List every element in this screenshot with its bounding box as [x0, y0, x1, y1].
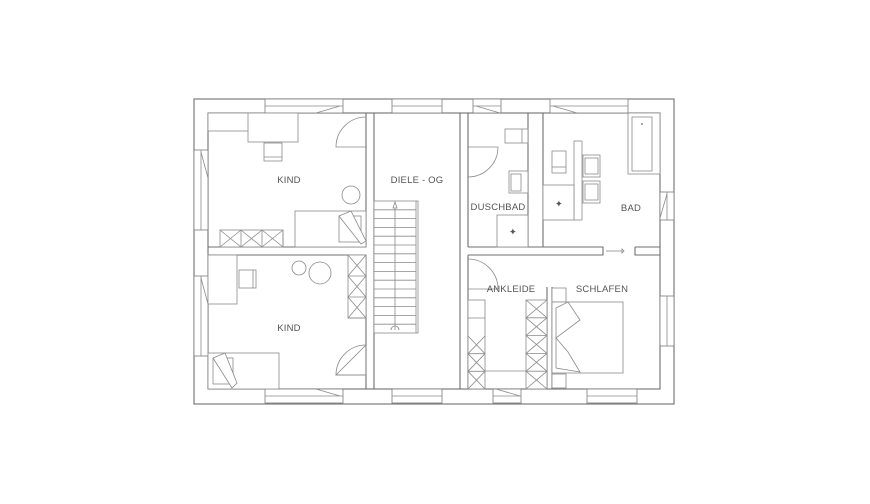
room-label-bad: BAD — [621, 203, 641, 214]
room-label-schlafen: SCHLAFEN — [576, 284, 628, 295]
room-label-kind-top: KIND — [277, 175, 301, 186]
stair — [373, 200, 419, 334]
windows-top — [264, 98, 629, 114]
room-label-diele: DIELE - OG — [391, 175, 444, 186]
room-label-ankleide: ANKLEIDE — [487, 284, 536, 295]
room-label-kind-bottom: KIND — [277, 323, 301, 334]
ankleide-wardrobes — [467, 299, 548, 390]
kind-bottom-furniture — [207, 254, 367, 390]
doors — [335, 116, 625, 376]
room-label-duschbad: DUSCHBAD — [471, 202, 526, 213]
room-labels: KIND KIND DIELE - OG DUSCHBAD BAD ANKLEI… — [277, 175, 641, 334]
svg-text:✦: ✦ — [555, 199, 563, 210]
duschbad-fixtures: ✦ — [496, 128, 529, 248]
windows-sides — [193, 149, 675, 357]
windows-bottom — [264, 388, 638, 404]
bad-fixtures: ✦ — [542, 112, 661, 221]
svg-text:✦: ✦ — [509, 227, 517, 238]
kind-top-furniture — [207, 112, 367, 248]
schlafen-bed — [551, 287, 624, 389]
kind-top-shelf — [219, 229, 284, 248]
